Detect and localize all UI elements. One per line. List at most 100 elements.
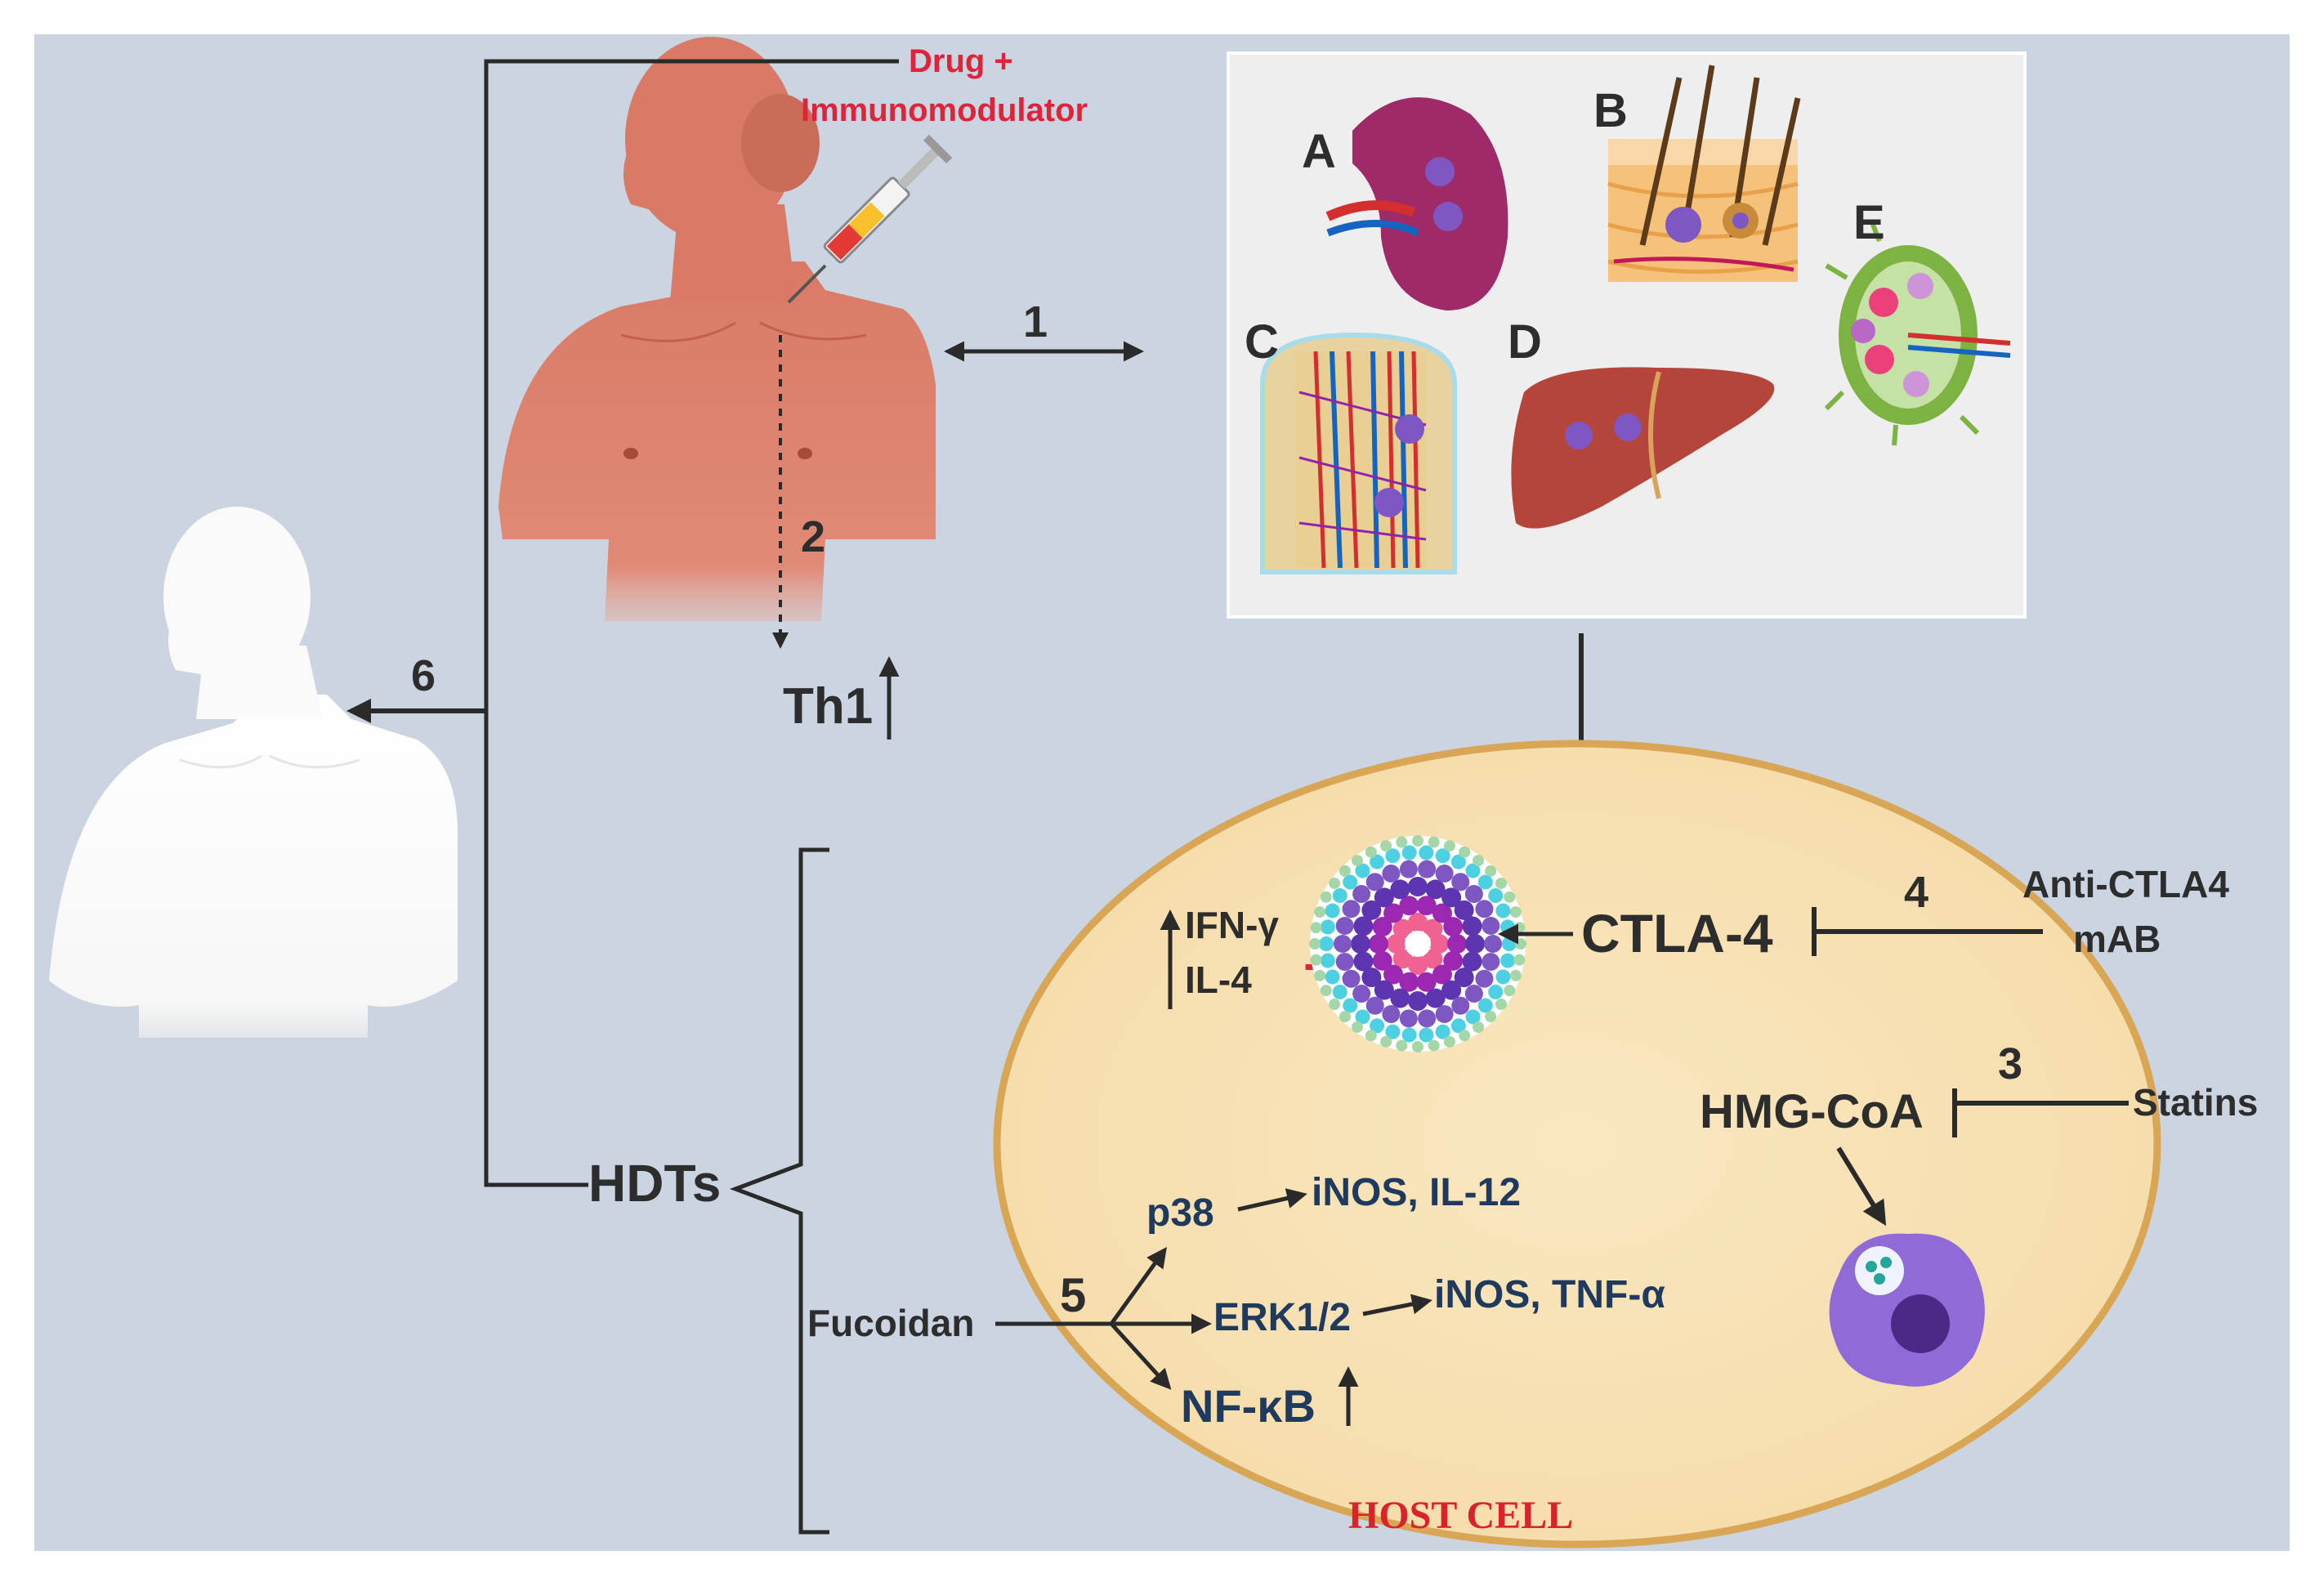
fucoidan-label: Fucoidan — [807, 1302, 974, 1344]
bone-marrow-icon — [1260, 332, 1457, 574]
granuloma-cell — [1429, 934, 1449, 954]
granuloma-cell — [1382, 864, 1401, 883]
granuloma-cell — [1425, 879, 1446, 900]
syringe-icon — [787, 134, 953, 304]
granuloma-cell — [1482, 953, 1500, 972]
granuloma-cell — [1325, 903, 1340, 918]
granuloma-cell — [1361, 900, 1382, 920]
granuloma-cell — [1475, 969, 1494, 988]
step5-number: 5 — [1060, 1269, 1086, 1322]
granuloma-cell — [1387, 934, 1406, 954]
spleen-icon — [1325, 97, 1508, 311]
granuloma-cell — [1484, 935, 1502, 953]
granuloma-cell — [1412, 1041, 1423, 1052]
granuloma-cell — [1451, 996, 1470, 1015]
nfkb-label: NF-κB — [1181, 1380, 1316, 1432]
granuloma-cell — [1372, 917, 1392, 937]
granuloma-cell — [1454, 968, 1474, 988]
granuloma-cell — [1320, 919, 1335, 935]
granuloma-cell — [1423, 918, 1443, 939]
granuloma-cell — [1396, 836, 1408, 848]
granuloma-cell — [1462, 916, 1482, 936]
drug-connector-line — [484, 59, 899, 1187]
step4-number: 4 — [1904, 868, 1928, 917]
inos-tnf-label: iNOS, TNF-α — [1434, 1273, 1665, 1316]
granuloma-cell — [1390, 879, 1410, 900]
granuloma-cell — [1473, 1021, 1485, 1033]
granuloma-cell — [1500, 953, 1516, 968]
granuloma-cell — [1485, 865, 1497, 877]
organ-d-label: D — [1508, 315, 1542, 369]
granuloma-cell — [1310, 954, 1322, 966]
organ-e-label: E — [1853, 196, 1885, 249]
step2-number: 2 — [801, 512, 825, 561]
granuloma-cell — [1443, 950, 1464, 971]
organ-panel: A B C D — [1227, 51, 2027, 619]
granuloma-cell — [1513, 922, 1526, 934]
granuloma-cell — [1509, 906, 1522, 918]
granuloma-cell — [1464, 884, 1483, 903]
granuloma-cell — [1477, 874, 1493, 890]
skin-section-icon — [1607, 65, 1801, 282]
granuloma-cell — [1353, 916, 1374, 936]
granuloma-cell — [1343, 998, 1358, 1013]
granuloma-cell — [1465, 1009, 1481, 1025]
granuloma-cell — [1343, 874, 1358, 890]
granuloma-cell — [1385, 1024, 1401, 1039]
granuloma-cell — [1408, 913, 1428, 932]
granuloma-cell — [1369, 934, 1388, 954]
granuloma-cell — [1432, 964, 1452, 985]
granuloma-cell — [1401, 1027, 1417, 1043]
granuloma-cell — [1495, 969, 1511, 985]
granuloma-cell — [1419, 1027, 1434, 1043]
granuloma-cell — [1428, 1039, 1440, 1052]
granuloma-cell — [1495, 999, 1507, 1011]
granuloma-cell — [1502, 936, 1517, 951]
step3-number: 3 — [1998, 1039, 2022, 1088]
granuloma-cell — [1428, 836, 1440, 848]
granuloma-cell — [1462, 951, 1482, 972]
granuloma-cell — [1419, 845, 1434, 860]
granuloma-cell — [1342, 900, 1361, 918]
granuloma-cell — [1365, 846, 1377, 858]
granuloma-cell — [1319, 936, 1334, 951]
granuloma-cell — [1435, 1024, 1450, 1039]
il4-label: IL-4 — [1185, 959, 1252, 1001]
granuloma-cell — [1392, 949, 1413, 969]
granuloma-cell — [1495, 903, 1511, 918]
granuloma-cell — [1465, 934, 1485, 954]
granuloma-cell — [1447, 934, 1467, 954]
granuloma-cell — [1335, 916, 1354, 935]
granuloma-cell — [1365, 873, 1384, 892]
granuloma-cell — [1339, 865, 1351, 877]
p38-to-inos-arrow — [1237, 1188, 1307, 1212]
granuloma-cell — [1465, 863, 1481, 878]
granuloma-cell — [1383, 964, 1404, 985]
granuloma-cell — [1332, 984, 1347, 999]
granuloma-cell — [1450, 1018, 1466, 1034]
ctla4-label: CTLA-4 — [1581, 903, 1773, 963]
granuloma-cell — [1332, 888, 1347, 904]
p38-label: p38 — [1146, 1191, 1214, 1235]
organ-a-label: A — [1302, 125, 1336, 178]
granuloma-cell — [1459, 1030, 1471, 1042]
healed-person-torso — [49, 507, 458, 1038]
granuloma-cell — [1329, 999, 1341, 1011]
anti-ctla4-label: Anti-CTLA4 — [2022, 863, 2229, 905]
immunomodulator-label: Immunomodulator — [801, 92, 1088, 128]
granuloma-cell — [1365, 1030, 1377, 1042]
granuloma-cell — [1425, 988, 1446, 1008]
granuloma-cell — [1450, 854, 1466, 869]
granuloma-cell — [1365, 996, 1384, 1015]
granuloma-cell — [1418, 1009, 1437, 1028]
granuloma-cell — [1408, 955, 1428, 975]
granuloma-cell — [1392, 918, 1413, 939]
granuloma-cell — [1342, 969, 1361, 988]
granuloma-cell — [1355, 863, 1370, 878]
erk-to-inos-arrow — [1362, 1294, 1432, 1316]
organ-b-label: B — [1593, 84, 1628, 137]
granuloma-cell — [1464, 985, 1483, 1003]
granuloma-cell — [1372, 950, 1392, 971]
granuloma-cell — [1435, 848, 1450, 864]
